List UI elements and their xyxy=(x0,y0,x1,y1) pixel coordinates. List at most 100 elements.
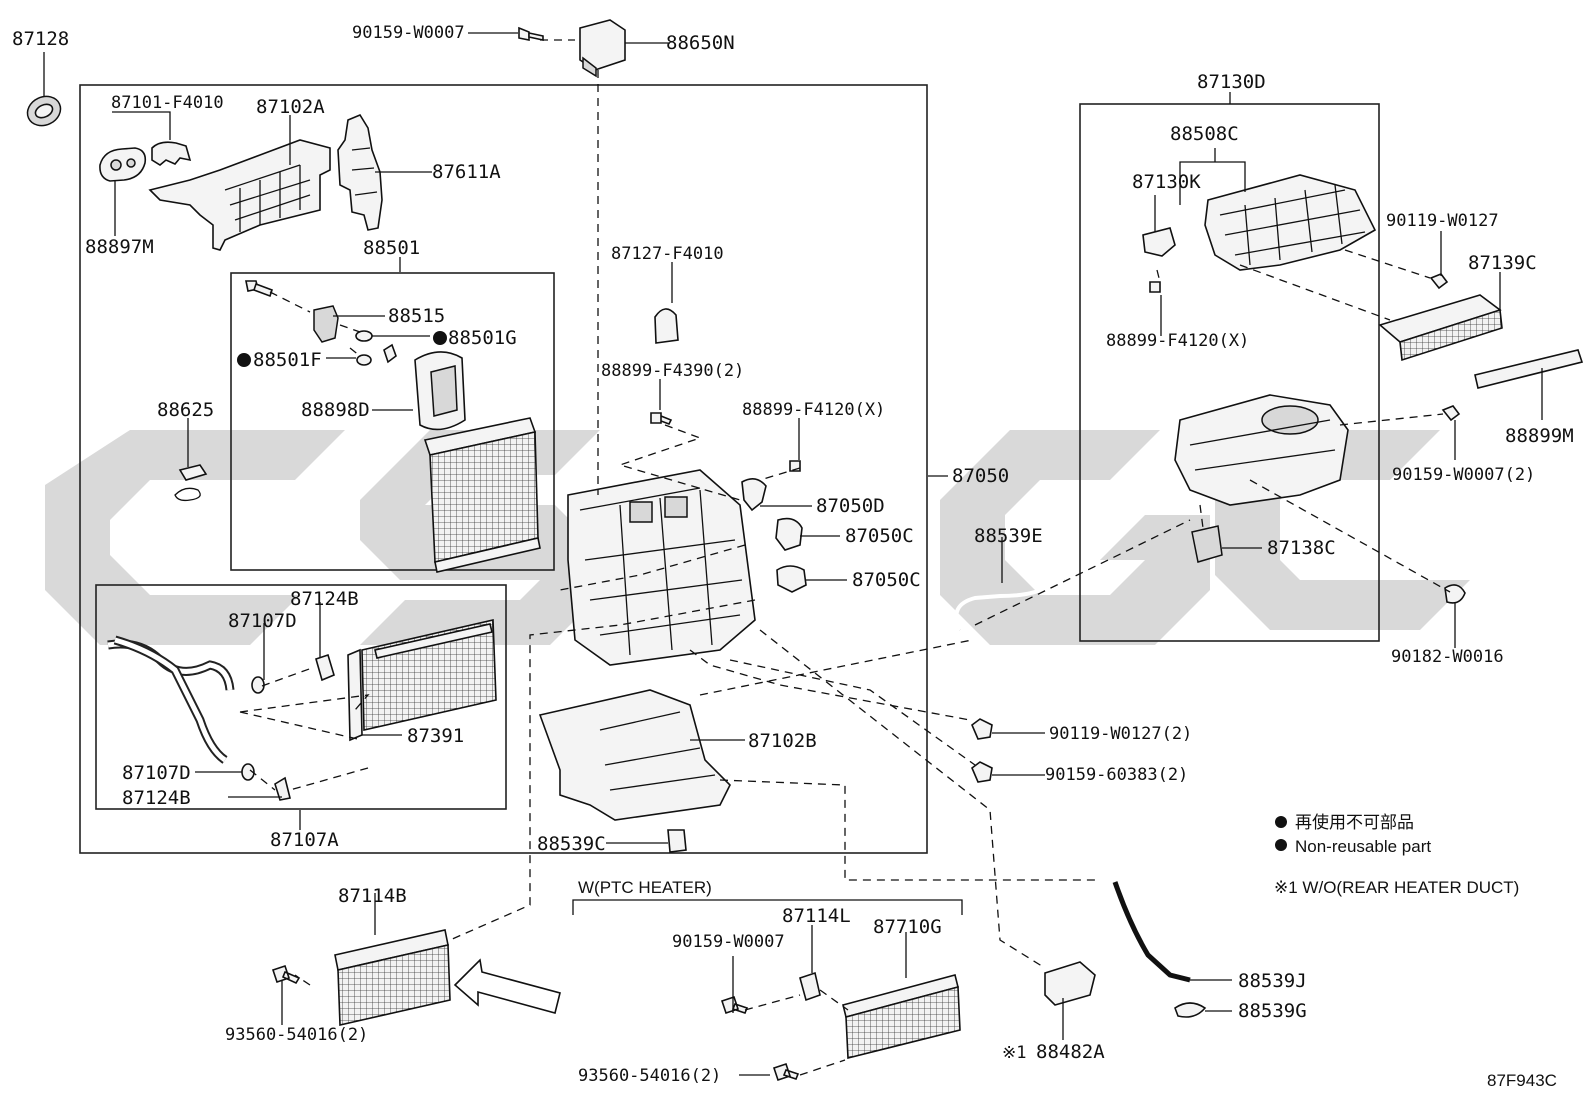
label-87130k: 87130K xyxy=(1132,171,1201,193)
label-90119-w0127-2: 90119-W0127(2) xyxy=(1049,724,1192,744)
heater-core-87391 xyxy=(347,619,497,742)
clip-88501 xyxy=(383,343,397,364)
label-87124b-bot: 87124B xyxy=(122,787,191,809)
bushing-88539c xyxy=(667,829,687,853)
legend-dot-1 xyxy=(1275,816,1287,828)
bolt-90159-60383 xyxy=(971,761,993,783)
clip-87114l xyxy=(799,971,821,1002)
label-88899m: 88899M xyxy=(1505,425,1574,447)
label-90182-w0016: 90182-W0016 xyxy=(1391,647,1504,667)
heater-pipes-87107a xyxy=(107,635,235,764)
cover-88899m xyxy=(1474,349,1584,389)
legend-japanese: 再使用不可部品 xyxy=(1295,812,1414,832)
hose-88539e-inner xyxy=(954,578,1066,631)
label-87050d: 87050D xyxy=(816,495,885,517)
label-88508c: 88508C xyxy=(1170,123,1239,145)
blower-case xyxy=(1174,394,1349,506)
label-88515: 88515 xyxy=(388,305,445,327)
label-90159-w0007-2: 90159-W0007(2) xyxy=(1392,465,1535,485)
label-88539e: 88539E xyxy=(974,525,1043,547)
drain-hose-88539j xyxy=(1112,881,1191,983)
o-ring-88501f xyxy=(356,354,372,366)
grille-87114b xyxy=(334,929,451,1026)
label-88899-f4390: 88899-F4390(2) xyxy=(601,361,744,381)
label-88539g: 88539G xyxy=(1238,1000,1307,1022)
label-87050: 87050 xyxy=(952,465,1009,487)
label-88897m: 88897M xyxy=(85,236,154,258)
clip-87101-f4010 xyxy=(151,141,192,166)
heater-unit-87050 xyxy=(567,469,756,666)
nut-90182-w0016 xyxy=(1444,584,1466,604)
label-88899-f4120-right: 88899-F4120(X) xyxy=(1106,331,1249,351)
label-88539j: 88539J xyxy=(1238,970,1307,992)
ptc-heater-bracket xyxy=(572,899,963,915)
actuator-87130k xyxy=(1142,227,1176,257)
arrow-indicator xyxy=(453,958,561,1014)
label-87050c-1: 87050C xyxy=(845,525,914,547)
non-reusable-dot-88501f xyxy=(237,353,251,367)
clip-87124b-bot xyxy=(274,776,291,801)
label-ptc-heater: W(PTC HEATER) xyxy=(578,878,712,897)
label-87102a: 87102A xyxy=(256,96,325,118)
main-assembly-frame xyxy=(79,84,928,854)
grommet-87128 xyxy=(26,95,62,127)
grommet-88539g xyxy=(1174,1002,1207,1018)
bolt-90119-w0127-2 xyxy=(971,718,993,740)
seal-88897m xyxy=(99,147,147,182)
grille-87710g xyxy=(842,974,961,1060)
servo-87050d xyxy=(741,478,767,512)
label-87124b-top: 87124B xyxy=(290,588,359,610)
bolt-88501 xyxy=(245,280,274,298)
label-88898d: 88898D xyxy=(301,399,370,421)
clip-87124b-top xyxy=(315,653,335,682)
sensor-88650n xyxy=(579,19,626,78)
non-reusable-dot-88501g xyxy=(433,331,447,345)
label-93560-bot: 93560-54016(2) xyxy=(578,1066,721,1086)
duct-88482a xyxy=(1044,961,1096,1006)
screw-93560-bot xyxy=(772,1062,800,1082)
label-87710g: 87710G xyxy=(873,916,942,938)
label-88539c: 88539C xyxy=(537,833,606,855)
label-87128: 87128 xyxy=(12,28,69,50)
duct-87611a xyxy=(337,113,383,231)
label-87050c-2: 87050C xyxy=(852,569,921,591)
label-87107a: 87107A xyxy=(270,829,339,851)
o-ring-87107d-top xyxy=(251,676,265,694)
label-88501f: 88501F xyxy=(253,349,322,371)
label-88482a: 88482A xyxy=(1036,1041,1105,1063)
pad-88898d xyxy=(414,351,466,431)
label-88650n: 88650N xyxy=(666,32,735,54)
label-88625: 88625 xyxy=(157,399,214,421)
screw-93560-left xyxy=(271,964,301,985)
label-87130d: 87130D xyxy=(1197,71,1266,93)
label-87139c: 87139C xyxy=(1468,252,1537,274)
label-87127-f4010: 87127-F4010 xyxy=(611,244,724,264)
figure-code: 87F943C xyxy=(1487,1071,1557,1090)
legend-note: ※1 W/O(REAR HEATER DUCT) xyxy=(1274,878,1519,897)
case-88508c xyxy=(1204,174,1377,271)
label-87114l: 87114L xyxy=(782,905,851,927)
label-88899-f4120-mid: 88899-F4120(X) xyxy=(742,400,885,420)
label-93560-left: 93560-54016(2) xyxy=(225,1025,368,1045)
bracket-88625 xyxy=(174,464,208,502)
connection-lines xyxy=(239,39,1451,1076)
label-87138c: 87138C xyxy=(1267,537,1336,559)
duct-87102a xyxy=(148,139,331,251)
evaporator-subframe xyxy=(230,272,555,571)
label-note-mark: ※1 xyxy=(1002,1043,1026,1063)
label-88501: 88501 xyxy=(363,237,420,259)
label-87107d-top: 87107D xyxy=(228,610,297,632)
label-87102b: 87102B xyxy=(748,730,817,752)
heater-core-subframe xyxy=(95,584,507,810)
servo-87050c-1 xyxy=(775,517,803,551)
screw-88899-f4120-right xyxy=(1149,281,1161,293)
legend-non-reusable: Non-reusable part xyxy=(1295,837,1431,856)
screw-90159-w0007-bot xyxy=(720,995,749,1015)
label-90159-60383: 90159-60383(2) xyxy=(1045,765,1188,785)
screw-90119-w0127 xyxy=(1429,273,1449,290)
screw-90159-w0007-2 xyxy=(1441,405,1461,422)
resistor-87138c xyxy=(1191,525,1223,563)
leader-lines xyxy=(43,32,1543,1076)
label-90119-w0127: 90119-W0127 xyxy=(1386,211,1499,231)
